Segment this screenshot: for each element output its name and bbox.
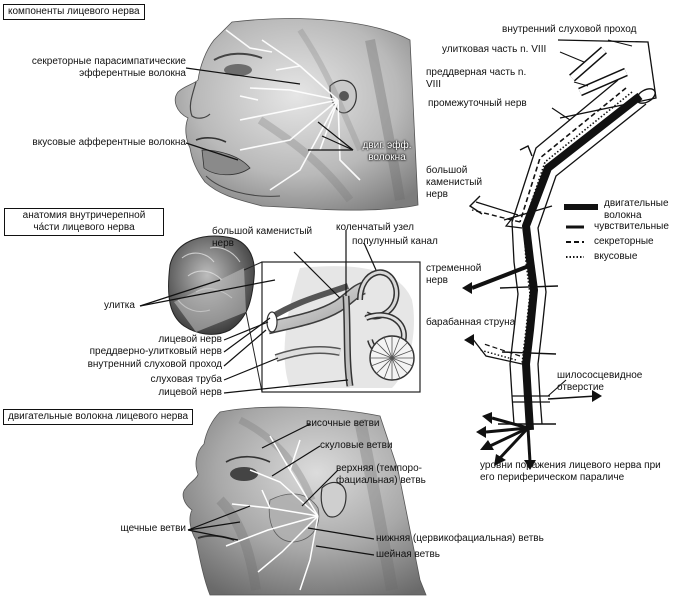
label-secretory-fibers: секреторные парасимпатические эфферентны…: [31, 56, 186, 79]
label-stylomastoid: шилососцевидное отверстие: [557, 370, 643, 393]
nerve-schema: [462, 39, 657, 470]
label-motor-efferent: двиг. эфф. волокна: [362, 140, 412, 163]
legend-motor: двигательные волокна: [604, 198, 669, 221]
label-internal-meatus-2: внутренний слуховой проход: [502, 24, 637, 35]
label-cochlea: улитка: [104, 300, 135, 311]
label-lesion-levels: уровни поражения лицевого нерва при его …: [480, 460, 661, 483]
label-greater-petrosal-2: большой каменистый нерв: [426, 165, 483, 200]
label-buccal-branches: щечные ветви: [120, 523, 186, 534]
legend-secretory: секреторные: [594, 236, 654, 247]
legend-sensory: чувствительные: [594, 221, 669, 232]
label-vestibular-part: преддверная часть n. VIII: [426, 67, 527, 90]
legend-taste: вкусовые: [594, 251, 638, 262]
label-temporal-branches: височные ветви: [306, 418, 380, 429]
label-vestibulocochlear: преддверно-улитковый нерв: [89, 346, 222, 357]
label-zygomatic-branches: скуловые ветви: [320, 440, 393, 451]
label-cervical-branch: шейная ветвь: [376, 549, 440, 560]
label-facial-nerve-2: лицевой нерв: [158, 387, 222, 398]
section-title-components: компоненты лицевого нерва: [3, 4, 145, 20]
label-cochlear-part: улитковая часть n. VIII: [442, 44, 547, 55]
label-taste-fibers: вкусовые афферентные волокна: [32, 137, 186, 148]
section-title-motor: двигательные волокна лицевого нерва: [3, 409, 194, 425]
label-facial-nerve-1: лицевой нерв: [158, 334, 222, 345]
legend-samples: [564, 204, 598, 258]
label-upper-branch: верхняя (темпоро-фациальная) ветвь: [336, 463, 426, 486]
label-eustachian: слуховая труба: [150, 374, 222, 385]
label-geniculate: коленчатый узел: [336, 222, 414, 233]
face-bottom-illustration: [182, 406, 427, 596]
face-top-illustration: [174, 18, 419, 211]
anatomy-illustration: [139, 230, 421, 394]
label-internal-meatus-1: внутренний слуховой проход: [87, 359, 222, 370]
label-stapedial-nerve: стременной нерв: [426, 263, 482, 286]
label-intermediate-nerve: промежуточный нерв: [428, 98, 527, 109]
label-lower-branch: нижняя (цервикофациальная) ветвь: [376, 533, 544, 544]
label-greater-petrosal-1: большой каменистый нерв: [212, 226, 313, 249]
section-title-anatomy: анатомия внутричерепной ча́сти лицевого …: [4, 208, 164, 236]
label-semicircular: полулунный канал: [352, 236, 438, 247]
label-chorda-tympani: барабанная струна: [426, 317, 516, 328]
